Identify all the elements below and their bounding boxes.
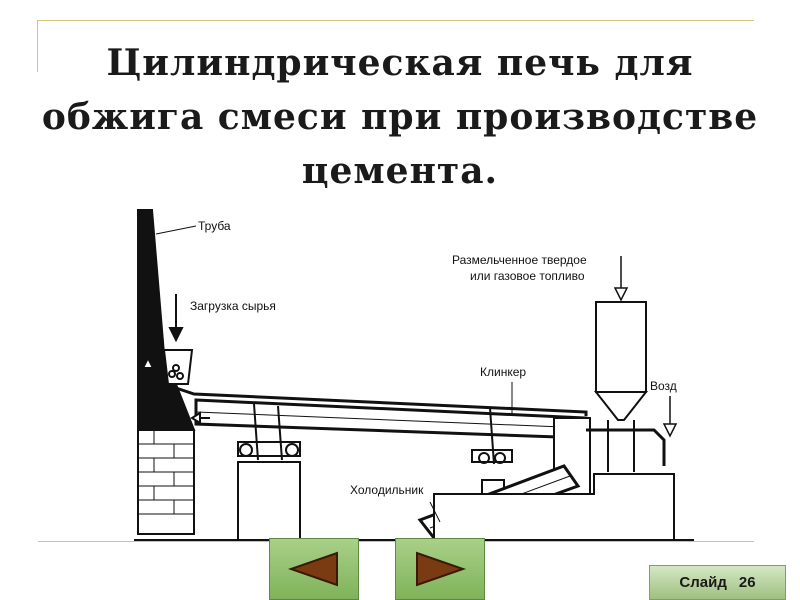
prev-slide-button[interactable] [269, 538, 359, 600]
label-pipe: Труба [198, 219, 231, 233]
burner-pipe [586, 428, 666, 466]
left-divider [37, 20, 38, 72]
next-slide-button[interactable] [395, 538, 485, 600]
triangle-right-icon [416, 551, 467, 587]
triangle-left-icon [287, 551, 338, 587]
label-cooler: Холодильник [350, 483, 424, 497]
chimney [137, 209, 166, 355]
kiln-rollers [237, 403, 513, 465]
label-clinker: Клинкер [480, 365, 526, 379]
slide-title: Цилиндрическая печь для обжига смеси при… [41, 42, 759, 192]
slide-number-badge: Слайд 26 [649, 565, 786, 600]
label-fuel-1: Размельченное твердое [452, 253, 587, 267]
slide-label: Слайд [679, 574, 727, 591]
top-divider [38, 20, 754, 21]
kiln-housing [137, 353, 196, 431]
label-raw-load: Загрузка сырья [190, 299, 276, 313]
label-air: Возд [650, 379, 677, 393]
slide-number: 26 [738, 574, 756, 591]
support-pier [237, 461, 301, 541]
label-fuel-2: или газовое топливо [470, 269, 585, 283]
fuel-bunker [595, 301, 647, 393]
brick-wall [137, 429, 195, 535]
kiln-diagram: Труба Загрузка сырья Размельченное тверд… [134, 209, 694, 541]
